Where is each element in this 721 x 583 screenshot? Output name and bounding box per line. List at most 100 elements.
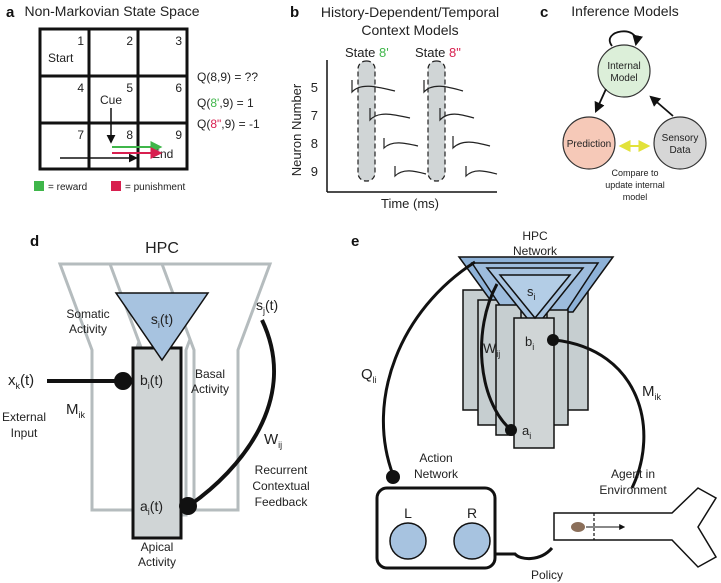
self-loop-arrow [608, 30, 643, 47]
prediction-node [562, 116, 616, 170]
basal-var-label: bi(t) [140, 372, 163, 391]
spike-trace-7a [369, 108, 411, 122]
punishment-swatch [111, 181, 121, 191]
external-label-1: External [2, 410, 46, 424]
recurrent-label-2: Contextual [252, 479, 309, 493]
internal-model-label-1: Internal [607, 61, 640, 72]
panel-b: b History-Dependent/Temporal Context Mod… [289, 4, 499, 211]
s-i-label: si [527, 284, 536, 302]
bg-neuron-right [159, 262, 273, 512]
w-ij-connection [480, 283, 512, 431]
agent-label-1: Agent in [611, 467, 655, 481]
m-ik-connection [554, 338, 646, 489]
q-li-label: Qli [361, 366, 377, 385]
compare-label-3: model [623, 192, 648, 202]
apical-var-label: ai(t) [140, 498, 163, 517]
panel-a-title: Non-Markovian State Space [24, 3, 199, 19]
cell-7: 7 [77, 128, 84, 142]
cell-1: 1 [77, 34, 84, 48]
neuron-7: 7 [311, 108, 318, 123]
neuron-5: 5 [311, 80, 318, 95]
right-action-unit [453, 522, 491, 560]
cue-label: Cue [100, 93, 122, 107]
punishment-legend: = punishment [125, 182, 186, 193]
neuron-9: 9 [311, 164, 318, 179]
internal-model-node [597, 44, 651, 98]
q-li-connection [381, 260, 476, 476]
spike-trace-9b [465, 166, 498, 178]
t-maze [553, 487, 718, 568]
internal-model-label-2: Model [610, 73, 637, 84]
spike-trace-7b [439, 108, 475, 122]
w-ij-e-label: Wij [483, 340, 500, 359]
cell-5: 5 [126, 81, 133, 95]
state-8dprime-highlight [427, 60, 446, 182]
action-synapse [386, 470, 400, 484]
a-i-synapse [505, 424, 517, 436]
panel-b-letter: b [290, 4, 299, 21]
sensory-data-label-1: Sensory [662, 133, 699, 144]
state-8prime-label: State 8' [345, 45, 389, 60]
panel-e-letter: e [351, 233, 359, 250]
a-i-label: ai [522, 423, 531, 441]
right-action-label: R [467, 505, 477, 521]
cell-3: 3 [175, 34, 182, 48]
m-ik-e-label: Mik [642, 383, 661, 402]
basal-synapse [114, 372, 132, 390]
reward-legend: = reward [48, 182, 87, 193]
sj-label: sj(t) [256, 297, 278, 316]
apical-label-1: Apical [141, 540, 174, 554]
spike-trace-5a [351, 80, 396, 94]
left-action-unit [389, 522, 427, 560]
m-ik-label: Mik [66, 401, 85, 420]
somatic-label-2: Activity [69, 322, 107, 336]
policy-label: Policy [531, 568, 563, 582]
panel-a-letter: a [6, 4, 15, 21]
recurrent-label-3: Feedback [255, 495, 309, 509]
hpc-network-label-2: Network [513, 244, 558, 258]
rat-icon [571, 522, 585, 532]
hpc-label: HPC [145, 240, 179, 257]
spike-traces [351, 80, 498, 178]
cell-8: 8 [126, 128, 133, 142]
spike-trace-8a [383, 138, 419, 150]
start-label: Start [48, 51, 74, 65]
q-line-2: Q(8',9) = 1 [197, 96, 254, 110]
somatic-label-1: Somatic [66, 307, 109, 321]
state-8dprime-label: State 8" [415, 45, 461, 60]
panel-d: d HPC si(t) Somatic Activity Basal Activ… [2, 233, 310, 569]
cell-9: 9 [175, 128, 182, 142]
panel-b-title-1: History-Dependent/Temporal [321, 4, 499, 20]
recurrent-label-1: Recurrent [255, 463, 308, 477]
agent-label-2: Environment [599, 483, 667, 497]
spike-trace-9a [394, 166, 427, 178]
cell-2: 2 [126, 34, 133, 48]
apical-synapse [179, 497, 197, 515]
compare-label-1: Compare to [611, 168, 658, 178]
spike-trace-5b [423, 80, 464, 94]
apical-label-2: Activity [138, 555, 176, 569]
xk-label: xk(t) [8, 372, 34, 391]
neuron-axis-label: Neuron Number [289, 83, 304, 176]
q-line-3: Q(8",9) = -1 [197, 117, 260, 131]
panel-e: e HPC Network si bi ai Wij Qli Mik A [351, 229, 718, 582]
basal-label-1: Basal [195, 367, 225, 381]
reward-swatch [34, 181, 44, 191]
neuron-8: 8 [311, 136, 318, 151]
panel-d-letter: d [30, 233, 39, 250]
hpc-network-neurons [457, 256, 615, 449]
sensory-to-model-arrow [649, 95, 674, 117]
external-label-2: Input [11, 426, 38, 440]
b-i-synapse [547, 334, 559, 346]
w-ij-label: Wij [264, 431, 282, 450]
action-network-label-1: Action [419, 451, 452, 465]
panel-c-letter: c [540, 4, 548, 21]
time-axis-label: Time (ms) [381, 196, 439, 211]
left-action-label: L [404, 505, 412, 521]
soma-label: si(t) [151, 311, 173, 330]
panel-a: a Non-Markovian State Space 1 2 3 4 5 6 … [6, 3, 260, 193]
policy-connection [495, 546, 554, 560]
b-i-label: bi [525, 334, 534, 352]
cell-4: 4 [77, 81, 84, 95]
